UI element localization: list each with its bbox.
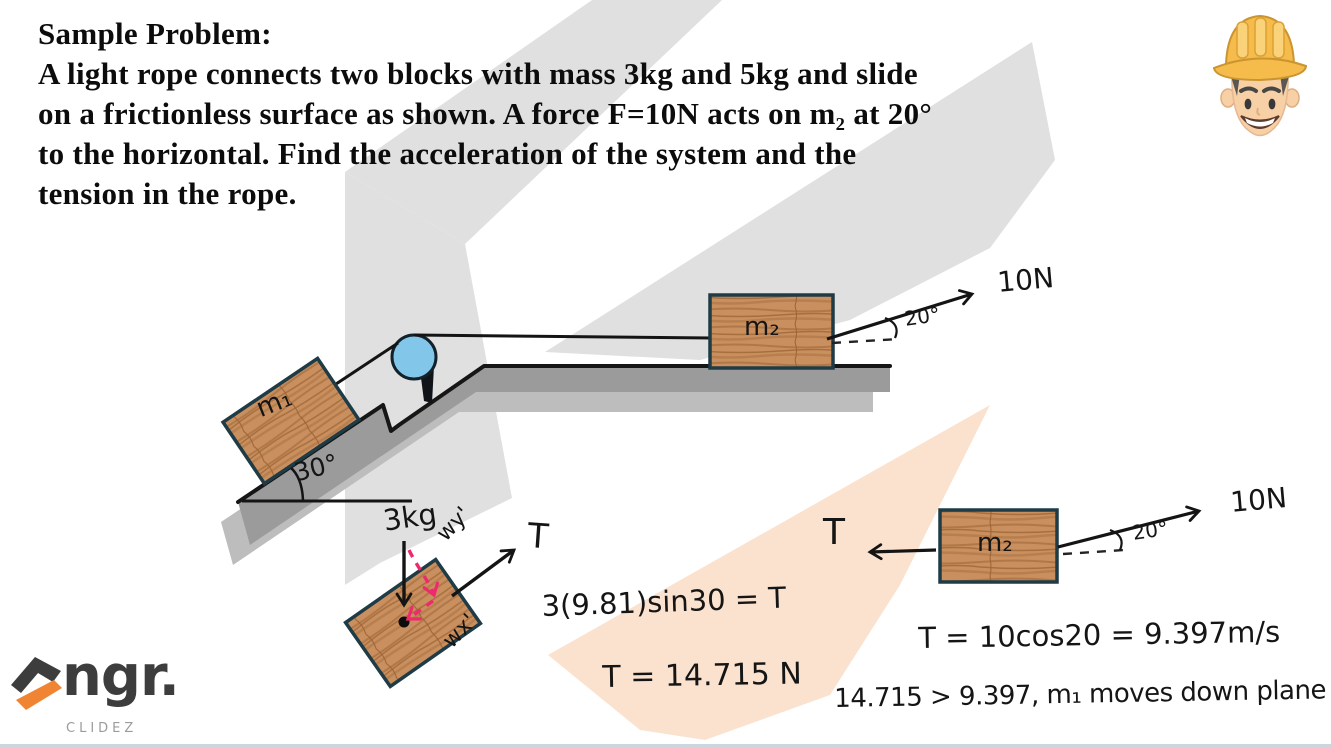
teeth [1245,118,1275,127]
video-progress-bar[interactable] [0,744,1331,747]
watermark-orange-arm [548,405,990,740]
force-angle-dashed [831,337,900,345]
angle-arc-30 [289,466,305,501]
block-m2 [708,293,835,370]
logo-subtext: CLIDEZ [66,721,138,736]
problem-line-1: A light rope connects two blocks with ma… [38,56,918,91]
label-force-fbd2: 10N [1229,481,1289,519]
label-m2-diagram: m₂ [744,312,780,342]
eyebrow-right [1262,86,1281,93]
problem-line-2: on a frictionless surface as shown. A fo… [38,96,933,131]
ramp [238,366,890,545]
weight-component-x-arrow [405,599,434,621]
label-angle-fbd2: 20° [1131,516,1170,545]
fbd2-block [938,508,1059,584]
weight-component-y-arrow [407,549,440,598]
pulley-wheel [390,333,438,381]
force-arrow-10n [826,289,975,341]
fbd2-force-arrow [1057,505,1202,549]
problem-title: Sample Problem: [38,16,272,51]
nose [1256,107,1261,116]
problem-line-4: tension in the rope. [38,176,297,211]
eyebrow-left [1239,86,1258,93]
problem-statement: Sample Problem: A light rope connects tw… [38,14,1198,214]
fbd2-angle-arc [1109,528,1123,551]
hard-hat-icon [1212,14,1308,82]
label-angle-20: 20° [903,302,942,331]
rope-incline [329,341,399,390]
fbd2-angle-dashed [1062,548,1125,556]
label-force-10n: 10N [996,261,1056,299]
equation-tension-flat: T = 10cos20 = 9.397m/s [918,614,1281,655]
equation-tension-result: T = 14.715 N [602,656,803,695]
watermark-top-arm [345,0,722,244]
label-tension-fbd2: T [823,512,845,553]
eye-left [1244,98,1252,110]
eye-right [1268,98,1276,110]
label-m2-fbd2: m₂ [977,528,1013,558]
label-tension-fbd1: T [526,516,550,558]
block-m1 [220,356,362,486]
logo-hexagon-icon [11,657,62,710]
hat-brim [1212,57,1308,82]
problem-line-3: to the horizontal. Find the acceleration… [38,136,857,171]
fbd2-tension-arrow [867,543,937,561]
watermark-mid-arm [545,42,1055,360]
fbd1-tension-arrow [450,548,517,598]
logo-wordmark: ngr. [62,644,180,709]
force-angle-arc [884,316,898,339]
rope-horizontal [413,333,712,340]
engineer-avatar [1212,14,1308,137]
